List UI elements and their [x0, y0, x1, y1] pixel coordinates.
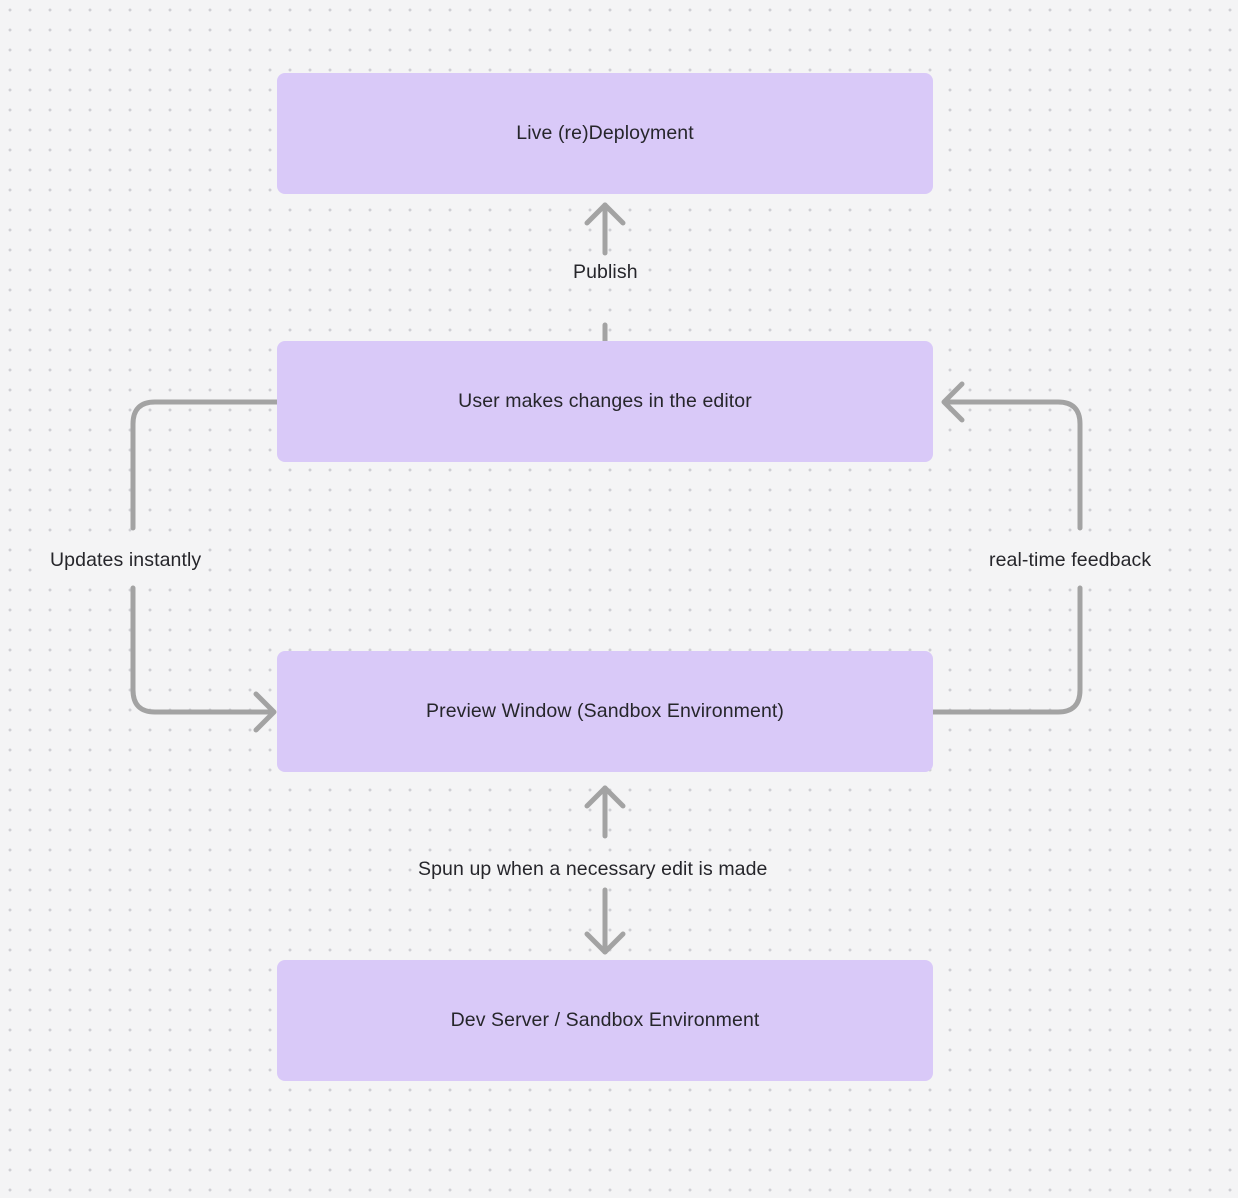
- node-label: Preview Window (Sandbox Environment): [426, 699, 784, 722]
- node-label: Dev Server / Sandbox Environment: [450, 1008, 760, 1031]
- node-live-deployment[interactable]: Live (re)Deployment: [277, 73, 933, 194]
- node-dev-server[interactable]: Dev Server / Sandbox Environment: [277, 960, 933, 1081]
- edge-label-real-time-feedback: real-time feedback: [984, 547, 1157, 575]
- node-label: User makes changes in the editor: [458, 389, 752, 412]
- node-label: Live (re)Deployment: [516, 121, 694, 144]
- edge-label-publish: Publish: [568, 259, 643, 287]
- node-preview-window[interactable]: Preview Window (Sandbox Environment): [277, 651, 933, 772]
- node-user-edits[interactable]: User makes changes in the editor: [277, 341, 933, 462]
- edge-label-spun-up: Spun up when a necessary edit is made: [413, 856, 773, 884]
- edge-label-updates-instantly: Updates instantly: [45, 547, 207, 575]
